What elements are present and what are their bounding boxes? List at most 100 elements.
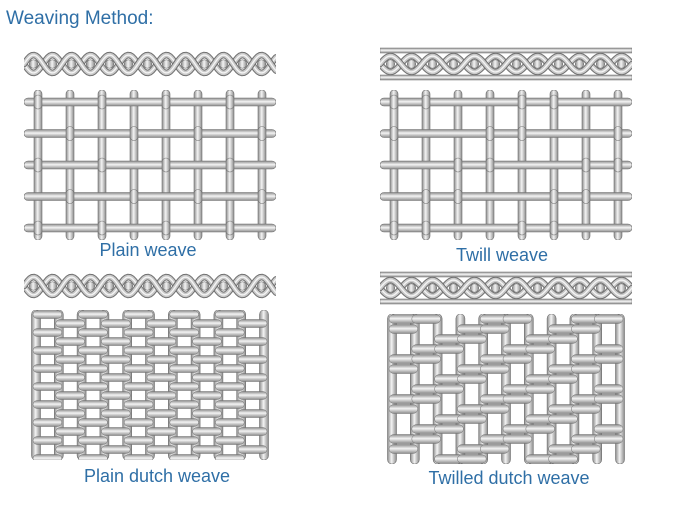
twilled-dutch-weave-cross-section [380,271,632,305]
weft-wire-segment [215,382,245,391]
warp-crossing [161,94,171,110]
warp-crossing [485,126,495,141]
warp-crossing [517,220,527,236]
weft-wire-segment [123,418,154,427]
plain-dutch-weave-label: Plain dutch weave [83,466,231,486]
warp-wire [569,314,580,464]
weft-wire-segment [525,384,555,394]
plain-weave-cross-section [24,51,276,77]
warp-wire-end [161,281,172,291]
twilled-dutch-weave-mesh [387,314,625,464]
weft-wire-segment [146,445,177,454]
weft-wire [24,192,276,201]
weft-wire-segment [411,314,441,324]
weft-wire-segment [571,324,601,334]
warp-crossing [421,189,431,204]
weft-wire-segment [78,436,108,445]
warp-wire-end [490,59,501,69]
warp-crossing [33,220,43,236]
weft-wire [24,97,276,107]
weft-wire-segment [593,314,624,324]
warp-wire-end [47,281,58,291]
warp-wire-end [66,281,77,291]
warp-wire-end [218,281,229,291]
weft-wire-segment [215,418,245,427]
weft-wire-segment [123,382,154,391]
weft-wire-segment [101,391,131,400]
weft-wire-segment [479,444,510,454]
weft-wire-segment [123,346,154,355]
warp-crossing [33,157,43,173]
warp-crossing [97,157,107,173]
weft-wire-segment [192,355,222,364]
warp-wire-end [237,59,248,69]
weft-wire-segment [457,454,487,464]
weft-wire-segment [192,445,222,454]
weft-wire-segment [215,346,245,355]
weft-wire-segment [169,436,199,445]
weft-wire-segment [571,404,601,414]
weft-wire-segment [146,427,177,436]
weft-wire-segment [101,355,131,364]
weft-wire-segment [55,355,85,364]
warp-wire-end [553,283,564,293]
weft-wire-segment [215,436,245,445]
weft-wire-segment [215,310,245,319]
warp-crossing [485,157,495,173]
weft-wire-segment [101,409,131,418]
weft-wire-segment [479,364,510,374]
weft-wire-segment [388,364,419,374]
warp-wire-end [47,59,58,69]
twill-weave-panel [380,46,632,240]
warp-wire-end [142,281,153,291]
warp-crossing [161,157,171,173]
weft-wire-segment [593,394,624,404]
plain-dutch-weave-panel [24,268,276,460]
weft-wire-segment [411,394,441,404]
warp-wire-end [448,283,459,293]
weft-wire-segment [571,444,601,454]
warp-crossing [517,94,527,110]
weft-wire-segment [525,344,555,354]
weft-wire-segment [548,334,578,344]
weft-wire-segment [32,328,63,337]
weft-wire-segment [78,310,108,319]
weft-wire-segment [169,400,199,409]
weft-wire-segment [237,337,268,346]
warp-crossing [65,189,75,204]
weft-wire-segment [192,409,222,418]
warp-wire-end [66,59,77,69]
twilled-dutch-weave-panel [380,270,632,464]
warp-crossing [613,157,623,173]
twill-weave-cross-section [380,47,632,81]
weft-wire [24,129,276,138]
weft-wire-segment [78,400,108,409]
weft-wire-segment [32,400,63,409]
plain-weave-mesh [24,90,276,240]
warp-crossing [225,220,235,236]
weft-wire-segment [571,364,601,374]
weft-wire-segment [55,373,85,382]
weft-wire-segment [32,346,63,355]
warp-crossing [549,189,559,204]
weft-wire-segment [502,314,533,324]
weft-wire-segment [502,354,533,364]
weft-wire-segment [215,364,245,373]
warp-wire-end [199,59,210,69]
weft-wire-segment [192,319,222,328]
weft-wire-segment [192,337,222,346]
twill-weave-mesh [380,90,632,240]
weft-wire-segment [169,328,199,337]
warp-wire-end [553,59,564,69]
weft-wire-segment [146,337,177,346]
warp-wire-end [511,283,522,293]
weft-wire-segment [593,354,624,364]
warp-wire [387,314,397,464]
weft-wire-segment [32,364,63,373]
weft-wire-segment [237,355,268,364]
weft-wire-segment [192,391,222,400]
weft-wire-segment [78,364,108,373]
warp-wire-end [256,281,267,291]
weft-wire-segment [215,454,245,460]
warp-crossing [33,94,43,110]
